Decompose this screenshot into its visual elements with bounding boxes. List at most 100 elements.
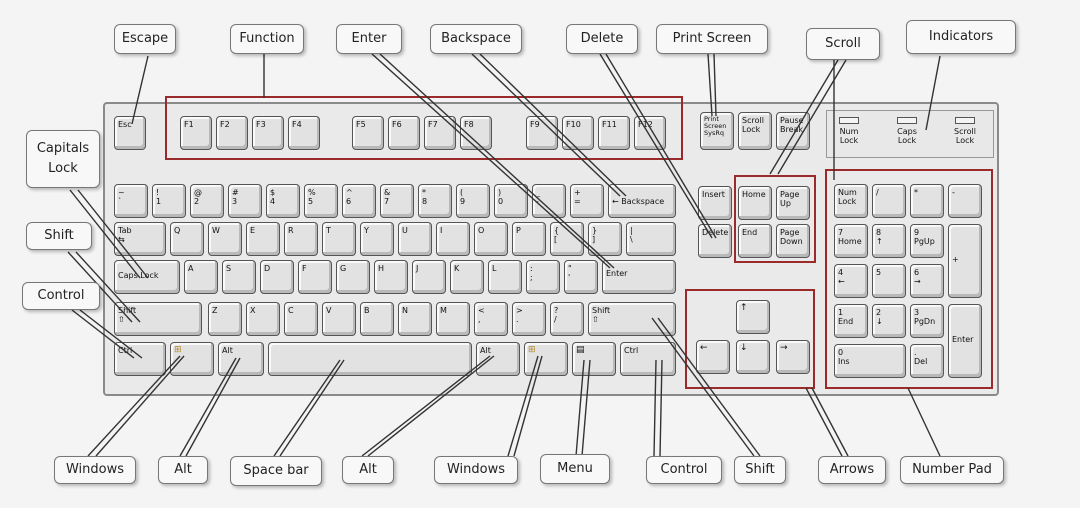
- key-alt-left[interactable]: Alt: [218, 342, 264, 376]
- key-f2[interactable]: F2: [216, 116, 248, 150]
- key-numpad-9[interactable]: 9 PgUp: [910, 224, 944, 258]
- key-z[interactable]: Z: [208, 302, 242, 336]
- key-f12[interactable]: F12: [634, 116, 666, 150]
- key-ctrl-right[interactable]: Ctrl: [620, 342, 676, 376]
- key-numpad-5[interactable]: 5: [872, 264, 906, 298]
- key-tab[interactable]: Tab ⇆: [114, 222, 166, 256]
- key-insert[interactable]: Insert: [698, 186, 732, 220]
- key-k[interactable]: K: [450, 260, 484, 294]
- key-f5[interactable]: F5: [352, 116, 384, 150]
- key-arrow-down[interactable]: ↓: [736, 340, 770, 374]
- key-4[interactable]: $ 4: [266, 184, 300, 218]
- key-end[interactable]: End: [738, 224, 772, 258]
- key-n[interactable]: N: [398, 302, 432, 336]
- key-v[interactable]: V: [322, 302, 356, 336]
- key-enter[interactable]: Enter: [602, 260, 676, 294]
- key-page-up[interactable]: Page Up: [776, 186, 810, 220]
- key-shift-right[interactable]: Shift ⇧: [588, 302, 676, 336]
- key-windows-right[interactable]: ⊞: [524, 342, 568, 376]
- key-s[interactable]: S: [222, 260, 256, 294]
- key-delete[interactable]: Delete: [698, 224, 732, 258]
- key-ctrl-left[interactable]: Ctrl: [114, 342, 166, 376]
- key-comma[interactable]: < ,: [474, 302, 508, 336]
- key-l[interactable]: L: [488, 260, 522, 294]
- key-num-lock[interactable]: Num Lock: [834, 184, 868, 218]
- key-numpad-7[interactable]: 7 Home: [834, 224, 868, 258]
- key-pause-break[interactable]: Pause Break: [776, 112, 810, 150]
- key-shift-left[interactable]: Shift ⇧: [114, 302, 202, 336]
- key-home[interactable]: Home: [738, 186, 772, 220]
- key-u[interactable]: U: [398, 222, 432, 256]
- key-numpad-4[interactable]: 4 ←: [834, 264, 868, 298]
- key-backspace[interactable]: ← Backspace: [608, 184, 676, 218]
- key-f7[interactable]: F7: [424, 116, 456, 150]
- key-numpad-divide[interactable]: /: [872, 184, 906, 218]
- key-tilde[interactable]: ~ `: [114, 184, 148, 218]
- key-9[interactable]: ( 9: [456, 184, 490, 218]
- key-esc[interactable]: Esc: [114, 116, 146, 150]
- key-w[interactable]: W: [208, 222, 242, 256]
- key-5[interactable]: % 5: [304, 184, 338, 218]
- key-0[interactable]: ) 0: [494, 184, 528, 218]
- key-e[interactable]: E: [246, 222, 280, 256]
- key-minus[interactable]: _ -: [532, 184, 566, 218]
- key-slash[interactable]: ? /: [550, 302, 584, 336]
- key-alt-right[interactable]: Alt: [476, 342, 520, 376]
- key-m[interactable]: M: [436, 302, 470, 336]
- key-numpad-1[interactable]: 1 End: [834, 304, 868, 338]
- key-quote[interactable]: " ': [564, 260, 598, 294]
- key-f4[interactable]: F4: [288, 116, 320, 150]
- key-scroll-lock[interactable]: Scroll Lock: [738, 112, 772, 150]
- key-q[interactable]: Q: [170, 222, 204, 256]
- key-i[interactable]: I: [436, 222, 470, 256]
- key-numpad-minus[interactable]: -: [948, 184, 982, 218]
- key-numpad-plus[interactable]: +: [948, 224, 982, 298]
- key-d[interactable]: D: [260, 260, 294, 294]
- key-backslash[interactable]: | \: [626, 222, 676, 256]
- key-space-bar[interactable]: [268, 342, 472, 376]
- key-2[interactable]: @ 2: [190, 184, 224, 218]
- key-numpad-decimal[interactable]: . Del: [910, 344, 944, 378]
- key-7[interactable]: & 7: [380, 184, 414, 218]
- key-f8[interactable]: F8: [460, 116, 492, 150]
- key-8[interactable]: * 8: [418, 184, 452, 218]
- key-j[interactable]: J: [412, 260, 446, 294]
- key-f11[interactable]: F11: [598, 116, 630, 150]
- key-right-bracket[interactable]: } ]: [588, 222, 622, 256]
- key-numpad-8[interactable]: 8 ↑: [872, 224, 906, 258]
- key-o[interactable]: O: [474, 222, 508, 256]
- key-numpad-6[interactable]: 6 →: [910, 264, 944, 298]
- key-windows-left[interactable]: ⊞: [170, 342, 214, 376]
- key-arrow-up[interactable]: ↑: [736, 300, 770, 334]
- key-f1[interactable]: F1: [180, 116, 212, 150]
- key-numpad-multiply[interactable]: *: [910, 184, 944, 218]
- key-arrow-left[interactable]: ←: [696, 340, 730, 374]
- key-caps-lock[interactable]: Caps Lock: [114, 260, 180, 294]
- key-numpad-enter[interactable]: Enter: [948, 304, 982, 378]
- key-period[interactable]: > .: [512, 302, 546, 336]
- key-a[interactable]: A: [184, 260, 218, 294]
- key-3[interactable]: # 3: [228, 184, 262, 218]
- key-h[interactable]: H: [374, 260, 408, 294]
- key-numpad-0[interactable]: 0 Ins: [834, 344, 906, 378]
- key-equals[interactable]: + =: [570, 184, 604, 218]
- key-g[interactable]: G: [336, 260, 370, 294]
- key-f6[interactable]: F6: [388, 116, 420, 150]
- key-p[interactable]: P: [512, 222, 546, 256]
- key-f9[interactable]: F9: [526, 116, 558, 150]
- key-print-screen[interactable]: Print Screen SysRq: [700, 112, 734, 150]
- key-b[interactable]: B: [360, 302, 394, 336]
- key-f3[interactable]: F3: [252, 116, 284, 150]
- key-numpad-2[interactable]: 2 ↓: [872, 304, 906, 338]
- key-f[interactable]: F: [298, 260, 332, 294]
- key-menu[interactable]: ▤: [572, 342, 616, 376]
- key-6[interactable]: ^ 6: [342, 184, 376, 218]
- key-y[interactable]: Y: [360, 222, 394, 256]
- key-1[interactable]: ! 1: [152, 184, 186, 218]
- key-page-down[interactable]: Page Down: [776, 224, 810, 258]
- key-f10[interactable]: F10: [562, 116, 594, 150]
- key-arrow-right[interactable]: →: [776, 340, 810, 374]
- key-t[interactable]: T: [322, 222, 356, 256]
- key-semicolon[interactable]: : ;: [526, 260, 560, 294]
- key-x[interactable]: X: [246, 302, 280, 336]
